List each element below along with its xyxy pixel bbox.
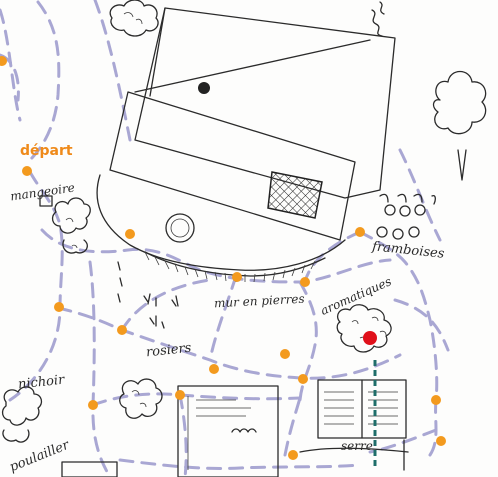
waypoint[interactable]	[175, 390, 185, 400]
waypoint[interactable]	[232, 272, 242, 282]
waypoint[interactable]	[125, 229, 135, 239]
waypoint[interactable]	[280, 349, 290, 359]
bush-left	[51, 197, 91, 254]
walking-path	[0, 0, 450, 477]
waypoint[interactable]	[288, 450, 298, 460]
label-depart: départ	[20, 143, 73, 159]
waypoint[interactable]	[54, 302, 64, 312]
waypoint[interactable]	[300, 277, 310, 287]
house	[96, 1, 396, 283]
raspberry-bushes	[376, 193, 436, 240]
waypoint[interactable]	[0, 56, 7, 66]
feeder	[39, 195, 53, 207]
waypoint[interactable]	[22, 166, 32, 176]
waypoint[interactable]	[88, 400, 98, 410]
flower-bed-aromatiques	[336, 304, 392, 353]
bush-right	[432, 70, 487, 181]
waypoint[interactable]	[298, 374, 308, 384]
bush-bottom	[119, 378, 163, 419]
current-position-marker[interactable]	[363, 331, 377, 345]
chicken-coop	[61, 461, 118, 477]
garden-bed-bottom	[177, 385, 279, 477]
label-serre: serre	[341, 439, 373, 453]
waypoint[interactable]	[436, 436, 446, 446]
waypoint[interactable]	[117, 325, 127, 335]
waypoint[interactable]	[209, 364, 219, 374]
bush-bottom-left	[1, 386, 43, 443]
roses	[117, 261, 179, 329]
bush-top	[109, 0, 159, 37]
serre-structure	[299, 360, 409, 471]
waypoint[interactable]	[431, 395, 441, 405]
waypoint[interactable]	[355, 227, 365, 237]
waypoints	[0, 56, 446, 460]
